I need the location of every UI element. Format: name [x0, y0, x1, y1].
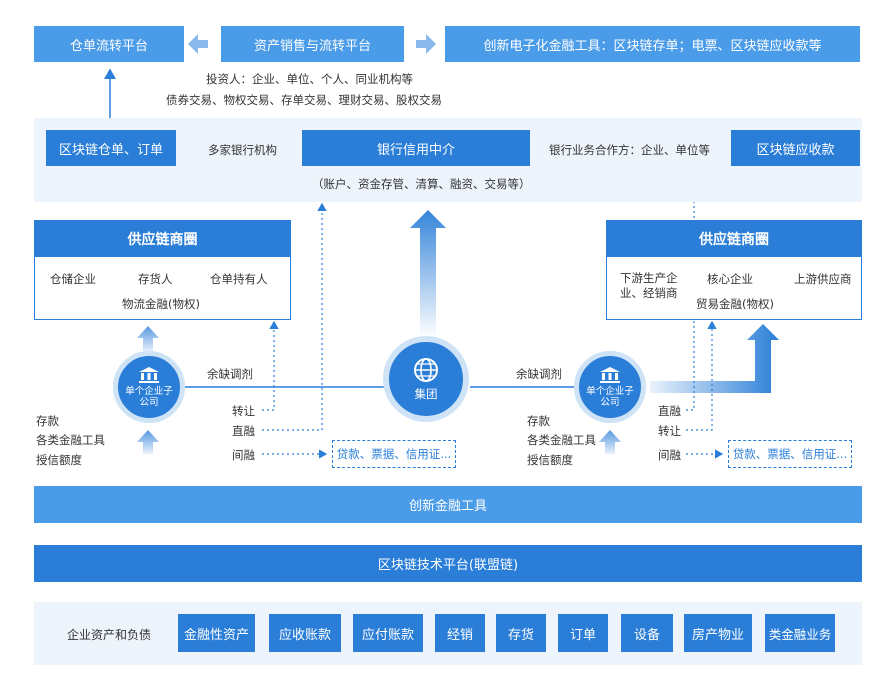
- right-balance-text: 余缺调剂: [516, 367, 562, 381]
- right-side-tools: 各类金融工具: [527, 433, 596, 447]
- credit-intermediary-label: 银行信用中介: [376, 142, 455, 158]
- group-label: 集团: [414, 386, 438, 401]
- blockchain-receipt-label: 区块链仓单、订单: [58, 142, 163, 158]
- right-card-title: 供应链商圈: [607, 221, 861, 257]
- asset-financial: 金融性资产: [178, 614, 255, 652]
- right-subsidiary-label: 单个企业子公司: [586, 386, 634, 408]
- left-side-credit: 授信额度: [36, 453, 82, 467]
- asset-quasi-finance: 类金融业务: [765, 614, 835, 652]
- blockchain-receivable-label: 区块链应收款: [756, 142, 835, 158]
- bank-building-icon: [600, 367, 620, 383]
- group-up-arrow: [410, 210, 446, 338]
- innovative-finance-label: 创新金融工具: [408, 499, 487, 514]
- intermediary-services-text: （账户、资金存管、清算、融资、交易等）: [312, 177, 531, 191]
- asset-inventory: 存货: [496, 614, 546, 652]
- right-flow-arrow: [416, 34, 436, 54]
- asset-payables: 应付账款: [353, 614, 423, 652]
- left-side-tools: 各类金融工具: [36, 433, 105, 447]
- assets-label: 企业资产和负债: [67, 628, 152, 642]
- innovative-tools-label: 创新电子化金融工具：区块链存单；电票、区块链应收款等: [483, 38, 822, 54]
- banks-text: 多家银行机构: [208, 143, 277, 157]
- innovative-tools-box: 创新电子化金融工具：区块链存单；电票、区块链应收款等: [445, 26, 860, 62]
- right-side-deposit: 存款: [527, 414, 550, 428]
- right-node-core: 核心企业: [707, 272, 753, 286]
- right-supply-chain-card: 供应链商圈: [606, 220, 862, 320]
- left-indirect-text: 间融: [232, 448, 255, 462]
- innovative-finance-layer: 创新金融工具: [34, 486, 862, 523]
- warehouse-platform-box: 仓单流转平台: [34, 26, 184, 62]
- left-finance-text: 物流金融(物权): [122, 297, 200, 311]
- left-node-holder: 仓单持有人: [210, 272, 268, 286]
- left-flow-arrow: [188, 34, 208, 54]
- right-transfer-text: 转让: [658, 424, 681, 438]
- trade-finance-arrow: [650, 324, 779, 393]
- blockchain-platform-label: 区块链技术平台(联盟链): [377, 558, 519, 573]
- left-direct-text: 直融: [232, 424, 255, 438]
- left-node-warehouse: 仓储企业: [50, 272, 96, 286]
- trades-text: 债券交易、物权交易、存单交易、理财交易、股权交易: [166, 93, 442, 107]
- right-finance-text: 贸易金融(物权): [696, 297, 774, 311]
- partners-text: 银行业务合作方：企业、单位等: [549, 143, 710, 157]
- globe-icon: [414, 357, 438, 382]
- asset-equipment: 设备: [621, 614, 673, 652]
- left-subsidiary-circle: 单个企业子公司: [113, 351, 185, 423]
- left-transfer-text: 转让: [232, 404, 255, 418]
- right-subsidiary-circle: 单个企业子公司: [574, 351, 646, 423]
- asset-property: 房产物业: [684, 614, 752, 652]
- left-node-depositor: 存货人: [138, 272, 173, 286]
- credit-intermediary-box: 银行信用中介: [302, 130, 530, 166]
- right-node-upstream: 上游供应商: [794, 272, 852, 286]
- group-circle: 集团: [383, 336, 469, 422]
- warehouse-platform-label: 仓单流转平台: [69, 38, 148, 54]
- left-subsidiary-label: 单个企业子公司: [125, 386, 173, 408]
- blockchain-receipt-box: 区块链仓单、订单: [46, 130, 176, 166]
- right-node-downstream: 下游生产企业、经销商: [620, 271, 678, 300]
- left-products-box: 贷款、票据、信用证...: [332, 440, 456, 468]
- bank-building-icon: [139, 367, 159, 383]
- left-side-deposit: 存款: [36, 414, 59, 428]
- asset-receivables: 应收账款: [269, 614, 341, 652]
- left-balance-text: 余缺调剂: [207, 367, 253, 381]
- blockchain-receivable-box: 区块链应收款: [731, 130, 860, 166]
- investors-text: 投资人：企业、单位、个人、同业机构等: [206, 72, 413, 86]
- right-side-credit: 授信额度: [527, 453, 573, 467]
- asset-platform-label: 资产销售与流转平台: [253, 38, 371, 54]
- right-direct-text: 直融: [658, 404, 681, 418]
- left-supply-chain-card: 供应链商圈: [34, 220, 291, 320]
- asset-distribution: 经销: [435, 614, 485, 652]
- right-indirect-text: 间融: [658, 448, 681, 462]
- right-products-box: 贷款、票据、信用证...: [728, 440, 852, 468]
- asset-orders: 订单: [558, 614, 608, 652]
- asset-platform-box: 资产销售与流转平台: [221, 26, 404, 62]
- blockchain-platform-layer: 区块链技术平台(联盟链): [34, 545, 862, 582]
- left-card-title: 供应链商圈: [35, 221, 290, 257]
